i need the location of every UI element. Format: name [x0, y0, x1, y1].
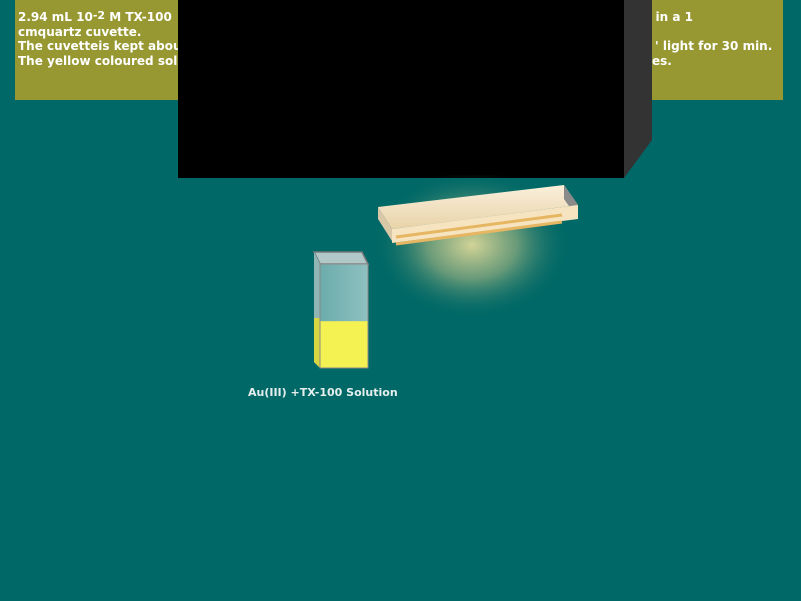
instruction-line-3-end: ' light for 30 min. — [655, 39, 773, 53]
uv-chamber-overlay — [178, 0, 652, 178]
instruction-line-1-text-rest: M TX-100 — [105, 10, 172, 24]
instruction-line-4-start: The yellow coloured solu — [18, 53, 186, 68]
lamp-tube-2 — [395, 220, 563, 246]
cuvette-label: Au(III) +TX-100 Solution — [248, 386, 398, 399]
uv-lamp — [372, 175, 578, 320]
lamp-tube-1 — [395, 213, 563, 239]
concentration-exponent: -2 — [92, 9, 106, 22]
instruction-line-3: The cuvetteis kept abou ' light for 30 mi… — [18, 39, 783, 54]
instruction-line-2: cmquartz cuvette. — [18, 24, 142, 39]
cuvette — [312, 251, 370, 369]
cuvette-solution — [320, 321, 368, 368]
instruction-line-3-start: The cuvetteis kept abou — [18, 39, 182, 53]
instruction-line-4: The yellow coloured solu es. — [18, 54, 783, 69]
instruction-line-1-text: 2.94 mL 10 — [18, 10, 93, 24]
instruction-line-4-end: es. — [652, 53, 672, 68]
lamp-housing — [378, 185, 578, 229]
